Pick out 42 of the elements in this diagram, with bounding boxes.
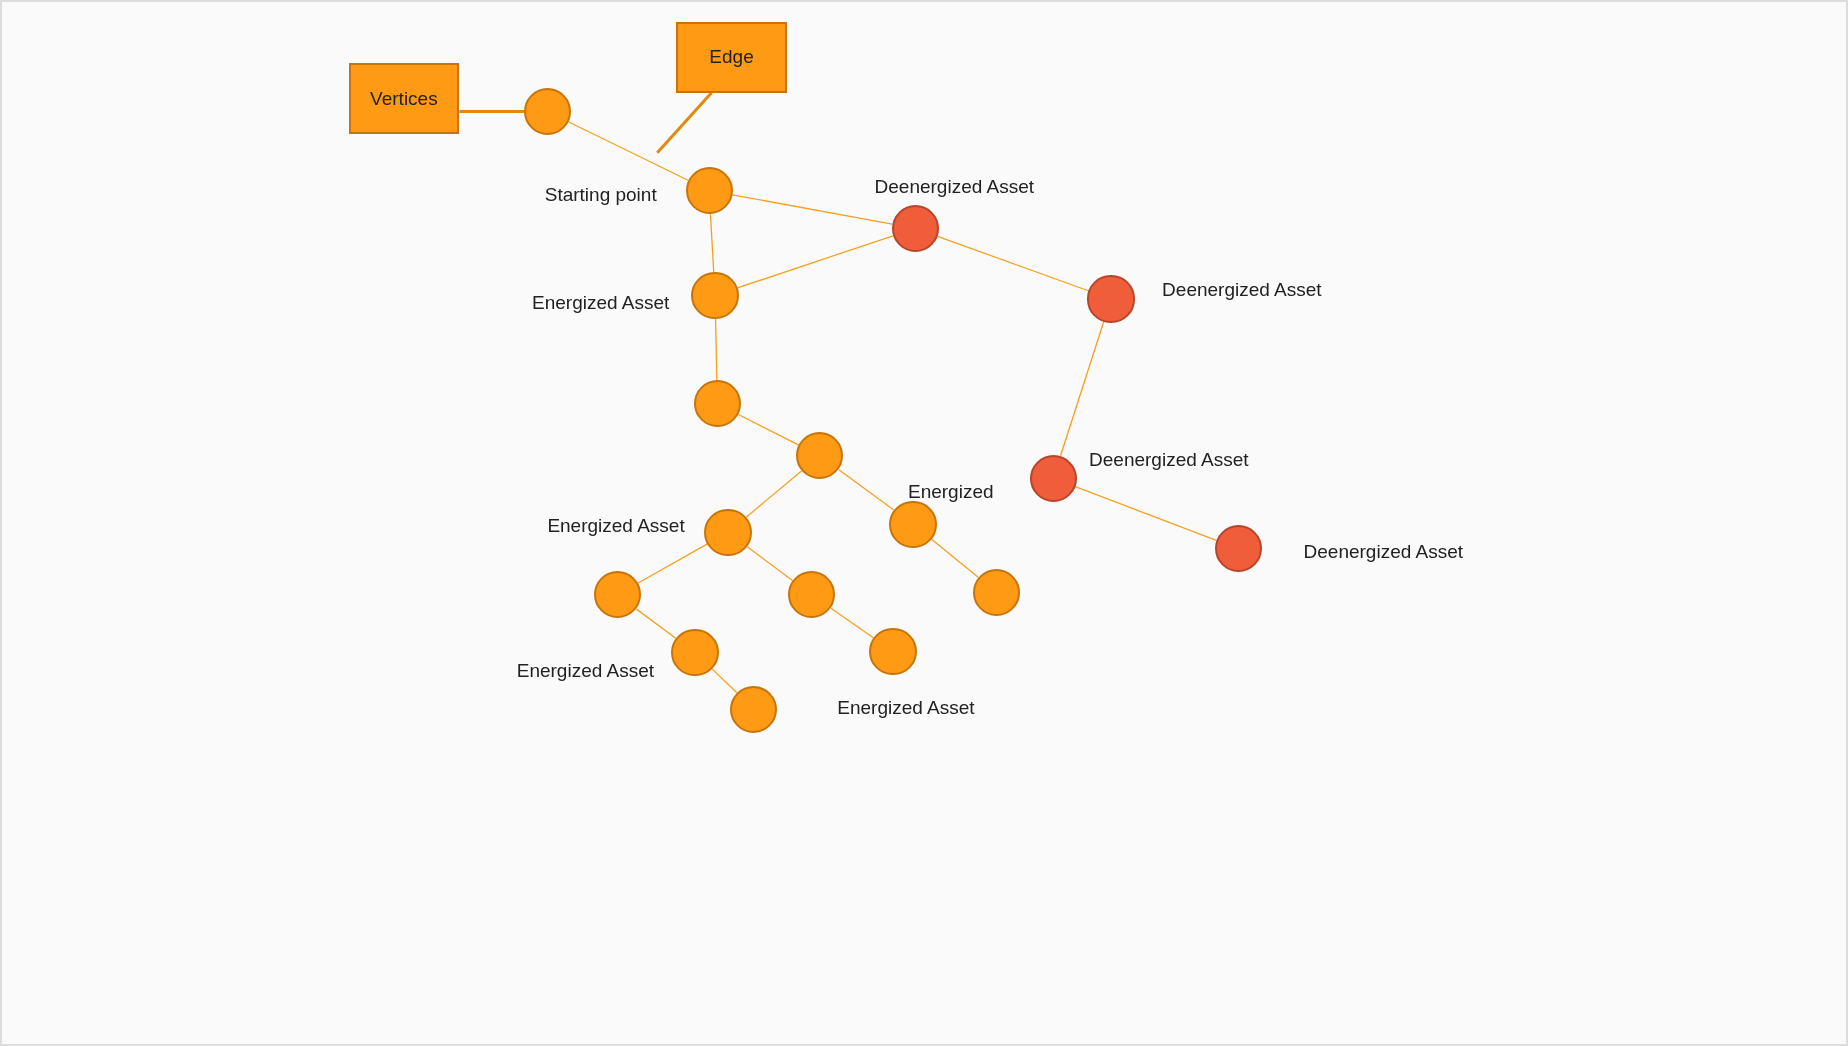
vertex-label: Energized Asset xyxy=(547,515,685,538)
edge-line xyxy=(568,121,689,181)
vertex-label: Deenergized Asset xyxy=(874,176,1035,199)
vertex-label: Deenergized Asset xyxy=(1089,449,1249,472)
vertex-label: Energized Asset xyxy=(837,696,975,719)
vertex-label: Starting point xyxy=(544,184,657,207)
vertex-label: Energized xyxy=(907,481,994,504)
vertex-label: Energized Asset xyxy=(532,291,670,314)
edge-line xyxy=(838,469,895,511)
edge-line xyxy=(736,235,894,289)
vertex-circle xyxy=(671,629,719,677)
edge-line xyxy=(635,608,677,640)
vertex-label: Deenergized Asset xyxy=(1303,541,1464,564)
leader-line xyxy=(656,91,713,154)
leader-line xyxy=(459,110,525,114)
callout-box: Edge xyxy=(676,22,787,93)
edge-line xyxy=(936,235,1090,292)
vertex-circle xyxy=(788,571,836,619)
vertex-circle xyxy=(796,432,844,480)
vertex-circle xyxy=(685,167,733,215)
edge-line xyxy=(1074,485,1217,542)
vertex-circle xyxy=(691,271,739,320)
vertex-circle xyxy=(704,508,752,556)
callout-box: Vertices xyxy=(348,63,460,134)
edge-line xyxy=(745,470,803,518)
edge-line xyxy=(930,538,980,579)
vertex-circle xyxy=(730,685,778,733)
vertex-circle xyxy=(869,627,917,675)
edge-line xyxy=(711,668,738,694)
edge-line xyxy=(746,545,794,582)
vertex-circle xyxy=(889,500,937,548)
edge-line xyxy=(709,213,715,273)
edge-line xyxy=(830,607,875,639)
vertex-label: Energized Asset xyxy=(516,660,655,683)
vertex-label: Deenergized Asset xyxy=(1162,278,1322,301)
vertex-circle xyxy=(1087,275,1135,323)
edge-line xyxy=(1059,320,1105,457)
vertex-circle xyxy=(524,88,572,136)
edge-line xyxy=(637,543,709,584)
edge-line xyxy=(737,413,800,446)
edge-line xyxy=(731,194,893,225)
edge-line xyxy=(714,318,718,381)
